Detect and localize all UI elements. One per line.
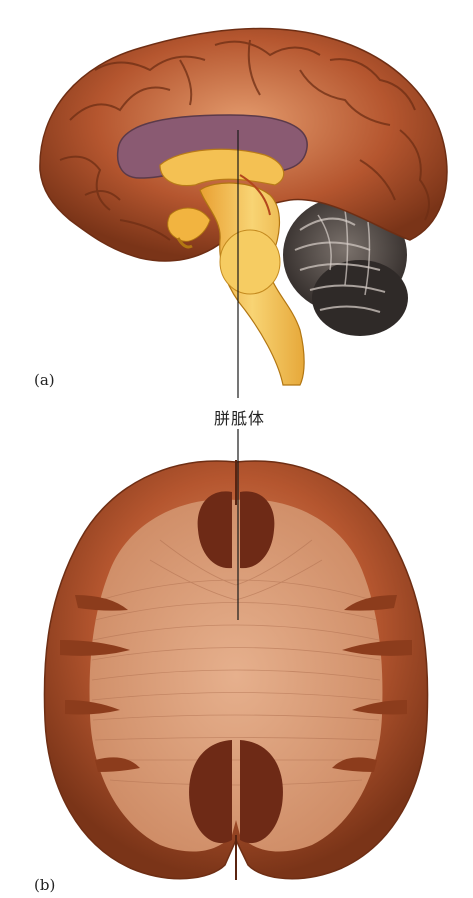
anterior-horn-right <box>240 491 275 569</box>
cerebellum <box>283 197 408 336</box>
horizontal-brain-view <box>43 460 429 880</box>
panel-b-label: (b) <box>34 876 56 894</box>
white-matter-fibers <box>91 539 381 786</box>
sagittal-brain-view <box>39 27 448 386</box>
cortex-sulci <box>60 595 412 772</box>
corpus-callosum <box>159 148 285 187</box>
anterior-horn-left <box>197 491 232 569</box>
white-matter <box>89 499 383 852</box>
hypothalamus <box>167 207 211 242</box>
corpus-callosum-label: 胼胝体 <box>210 405 270 429</box>
watermark: 知乎 @喵喵老花猫 <box>354 871 463 886</box>
pons <box>219 229 281 295</box>
posterior-horn-left <box>189 740 232 844</box>
cortex-gyri <box>59 39 430 241</box>
posterior-horn-right <box>240 740 283 844</box>
pituitary <box>176 237 193 249</box>
panel-a-label: (a) <box>34 371 55 389</box>
